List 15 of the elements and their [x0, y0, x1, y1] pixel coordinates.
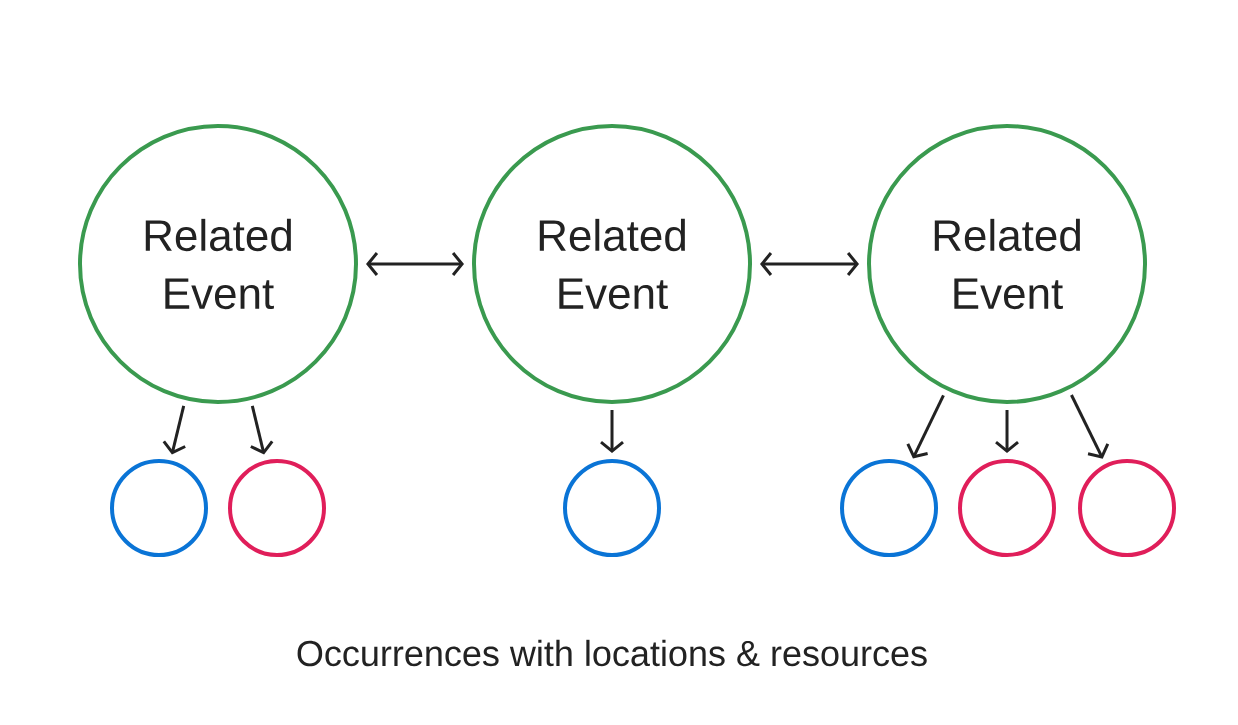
arrow	[1070, 394, 1110, 459]
arrow	[600, 410, 624, 453]
resource-circle	[958, 459, 1056, 557]
arrow	[250, 405, 274, 455]
resource-circle	[563, 459, 661, 557]
arrow	[906, 394, 945, 459]
arrow	[162, 405, 186, 455]
arrow	[366, 252, 464, 276]
resource-circle	[1078, 459, 1176, 557]
caption: Occurrences with locations & resources	[297, 639, 927, 667]
resource-circle	[110, 459, 208, 557]
resource-circle	[840, 459, 938, 557]
arrow	[760, 252, 859, 276]
resource-circle	[228, 459, 326, 557]
arrow	[995, 410, 1019, 453]
